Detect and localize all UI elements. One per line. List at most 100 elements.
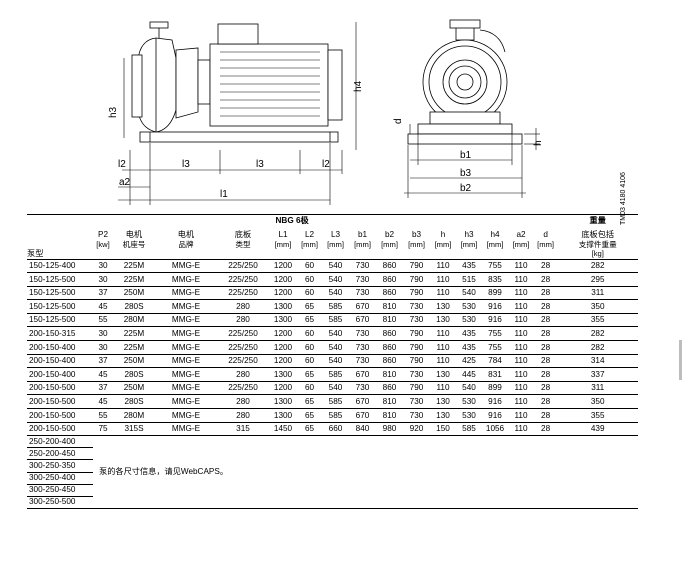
table-cell: 730 xyxy=(349,326,376,342)
table-cell: 1300 xyxy=(269,299,297,314)
table-cell: 110 xyxy=(508,367,534,382)
dim-label-d: d xyxy=(393,118,404,124)
table-cell: 30 xyxy=(93,340,113,355)
table-cell: 225M xyxy=(113,326,155,342)
table-cell: 1200 xyxy=(269,340,297,355)
table-cell: 225M xyxy=(113,340,155,355)
list-item: 250-200-450 xyxy=(27,447,638,461)
table-cell: 28 xyxy=(534,313,558,328)
table-cell: 670 xyxy=(349,299,376,314)
table-cell: 28 xyxy=(534,381,558,396)
table-cell: 730 xyxy=(403,367,430,382)
table-cell: 916 xyxy=(482,299,508,314)
dim-label-l3-left: l3 xyxy=(182,159,190,170)
table-cell: 75 xyxy=(93,422,113,437)
scrollbar-track xyxy=(679,340,682,380)
table-cell: 1300 xyxy=(269,367,297,382)
table-cell: 790 xyxy=(403,381,430,396)
table-cell: 37 xyxy=(93,381,113,396)
list-item: 300-250-450 xyxy=(27,484,638,497)
table-cell: 660 xyxy=(322,422,349,437)
table-cell: 225/250 xyxy=(217,286,269,301)
table-cell: 250M xyxy=(113,286,155,301)
dim-label-l2-right: l2 xyxy=(322,159,330,170)
table-cell: 790 xyxy=(403,326,430,342)
table-cell: 110 xyxy=(508,326,534,342)
table-cell: 110 xyxy=(430,259,456,274)
column-header: b3[mm] xyxy=(403,227,430,260)
column-header: L2[mm] xyxy=(297,227,322,260)
table-cell: MMG-E xyxy=(155,340,217,355)
table-cell: MMG-E xyxy=(155,394,217,410)
extra-model-cell: 250-200-450 xyxy=(27,447,93,461)
dim-label-h4: h4 xyxy=(353,80,364,92)
table-cell: 311 xyxy=(557,286,639,301)
table-cell: 110 xyxy=(508,354,534,369)
table-cell: 30 xyxy=(93,259,113,274)
table-cell: 282 xyxy=(557,259,639,274)
table-cell: 860 xyxy=(376,259,403,274)
table-cell: MMG-E xyxy=(155,286,217,301)
table-cell: 810 xyxy=(376,313,403,328)
table-cell: 28 xyxy=(534,272,558,287)
table-cell: 315 xyxy=(217,422,269,437)
table-cell: 435 xyxy=(456,326,482,342)
extra-model-cell: 300-250-400 xyxy=(27,472,93,485)
table-cell: 28 xyxy=(534,367,558,382)
table-cell: 110 xyxy=(508,313,534,328)
table-cell: 110 xyxy=(508,408,534,423)
table-cell: 730 xyxy=(403,408,430,423)
table-cell: 755 xyxy=(482,340,508,355)
table-cell: 225M xyxy=(113,259,155,274)
dim-label-l1: l1 xyxy=(220,189,228,200)
table-cell: 280S xyxy=(113,367,155,382)
table-cell: 60 xyxy=(297,259,322,274)
table-cell: 225/250 xyxy=(217,326,269,342)
table-cell: 899 xyxy=(482,286,508,301)
table-cell: 790 xyxy=(403,340,430,355)
column-header: 底板类型 xyxy=(217,227,269,260)
table-cell: 110 xyxy=(430,381,456,396)
table-cell: 790 xyxy=(403,286,430,301)
column-header: 泵型 xyxy=(27,227,93,260)
table-cell: 980 xyxy=(376,422,403,437)
table-cell: 585 xyxy=(322,408,349,423)
table-cell: 790 xyxy=(403,272,430,287)
table-cell: 585 xyxy=(322,394,349,410)
table-cell: 30 xyxy=(93,326,113,342)
table-cell: 295 xyxy=(557,272,639,287)
table-cell: 540 xyxy=(322,326,349,342)
column-header: h4[mm] xyxy=(482,227,508,260)
table-cell: 28 xyxy=(534,422,558,437)
table-cell: 1200 xyxy=(269,272,297,287)
table-cell: 1200 xyxy=(269,259,297,274)
table-cell: 200-150-315 xyxy=(27,326,93,342)
table-cell: 920 xyxy=(403,422,430,437)
table-cell: 225/250 xyxy=(217,259,269,274)
table-cell: 282 xyxy=(557,340,639,355)
table-cell: 130 xyxy=(430,367,456,382)
table-cell: 810 xyxy=(376,394,403,410)
table-cell: 730 xyxy=(403,313,430,328)
table-cell: 730 xyxy=(349,272,376,287)
table-cell: 1200 xyxy=(269,354,297,369)
table-cell: 840 xyxy=(349,422,376,437)
table-cell: 60 xyxy=(297,326,322,342)
table-cell: 65 xyxy=(297,408,322,423)
table-cell: 110 xyxy=(508,422,534,437)
table-cell: 60 xyxy=(297,272,322,287)
dim-label-l3-right: l3 xyxy=(256,159,264,170)
table-cell: 730 xyxy=(403,394,430,410)
table-cell: 280 xyxy=(217,299,269,314)
table-cell: 1300 xyxy=(269,408,297,423)
table-cell: 28 xyxy=(534,326,558,342)
